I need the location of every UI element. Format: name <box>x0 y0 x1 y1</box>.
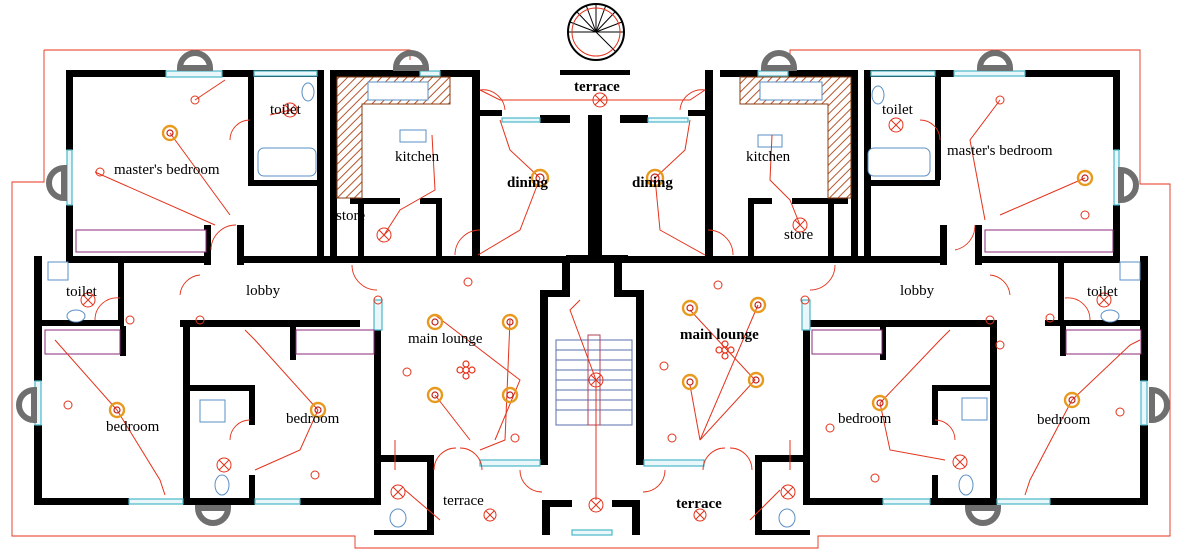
room-label-bedroom-rm: bedroom <box>838 411 892 427</box>
crossed-circle-icon <box>282 102 298 118</box>
room-label-masters-bedroom-r: master's bedroom <box>947 143 1053 159</box>
crossed-circle-icon <box>390 484 406 500</box>
wall-fixtures <box>63 92 1125 522</box>
light-fixture <box>871 394 889 412</box>
light-fixture <box>530 168 550 188</box>
balcony-symbols <box>16 50 1170 526</box>
room-label-bedroom-ll: bedroom <box>106 419 160 435</box>
plot-boundary <box>11 49 1171 549</box>
light-fixture <box>681 299 699 317</box>
light-fixture <box>645 168 665 188</box>
crossed-circle-icon <box>780 484 796 500</box>
flower-fan-icon <box>456 360 476 380</box>
windows <box>34 70 1148 536</box>
room-label-toilet-tr: toilet <box>882 102 914 118</box>
light-fixture <box>681 373 699 391</box>
crossed-circle-icon <box>588 372 604 388</box>
staircase <box>555 3 633 426</box>
crossed-circle-icon <box>693 508 707 522</box>
room-label-lobby-l: lobby <box>246 283 281 299</box>
kitchen-counters <box>336 76 852 199</box>
light-fixture <box>501 313 519 331</box>
room-label-dining-r: dining <box>632 175 673 191</box>
room-label-bedroom-lm: bedroom <box>286 411 340 427</box>
room-label-main-lounge-r: main lounge <box>680 327 759 343</box>
light-fixture <box>426 386 444 404</box>
light-fixture <box>747 371 765 389</box>
light-fixture <box>426 313 444 331</box>
crossed-circle-icon <box>588 497 604 513</box>
crossed-circle-icon <box>888 117 904 133</box>
room-label-masters-bedroom-l: master's bedroom <box>114 162 220 178</box>
room-label-main-lounge-l: main lounge <box>408 331 483 347</box>
wiring <box>54 79 1141 521</box>
room-labels: terrace toilet master's bedroom kitchen … <box>66 79 1119 512</box>
room-label-kitchen-r: kitchen <box>746 149 791 165</box>
light-fixture <box>749 296 767 314</box>
room-label-kitchen-l: kitchen <box>395 149 440 165</box>
crossed-circle-icon <box>1096 292 1112 308</box>
room-label-store-r: store <box>784 227 814 243</box>
room-label-toilet-ml: toilet <box>66 284 98 300</box>
light-fixture <box>108 401 126 419</box>
room-label-terrace-br: terrace <box>676 496 722 512</box>
wardrobes <box>44 229 1142 355</box>
crossed-circle-icon <box>376 227 392 243</box>
crossed-circle-icon <box>216 457 232 473</box>
crossed-circle-icon <box>80 292 96 308</box>
crossed-circle-icon <box>952 454 968 470</box>
light-fixture <box>309 401 327 419</box>
room-label-terrace-top: terrace <box>574 79 620 95</box>
ceiling-lights <box>108 124 1094 419</box>
room-label-toilet-mr: toilet <box>1087 284 1119 300</box>
walls <box>34 70 1148 535</box>
room-label-store-l: store <box>336 208 366 224</box>
room-label-terrace-bl: terrace <box>443 493 484 509</box>
light-fixture <box>1063 391 1081 409</box>
room-label-bedroom-rr: bedroom <box>1037 412 1091 428</box>
flower-fan-icon <box>715 340 735 360</box>
room-label-toilet-tl: toilet <box>270 102 302 118</box>
bathroom-fixtures <box>47 82 1141 528</box>
crossed-circle-icon <box>592 92 608 108</box>
crossed-circle-icon <box>483 508 497 522</box>
doors <box>94 89 1091 493</box>
room-label-lobby-r: lobby <box>900 283 935 299</box>
light-fixture <box>501 386 519 404</box>
light-fixture <box>1076 169 1094 187</box>
light-fixture <box>161 124 179 142</box>
room-label-dining-l: dining <box>507 175 548 191</box>
crossed-circle-icon <box>792 217 808 233</box>
